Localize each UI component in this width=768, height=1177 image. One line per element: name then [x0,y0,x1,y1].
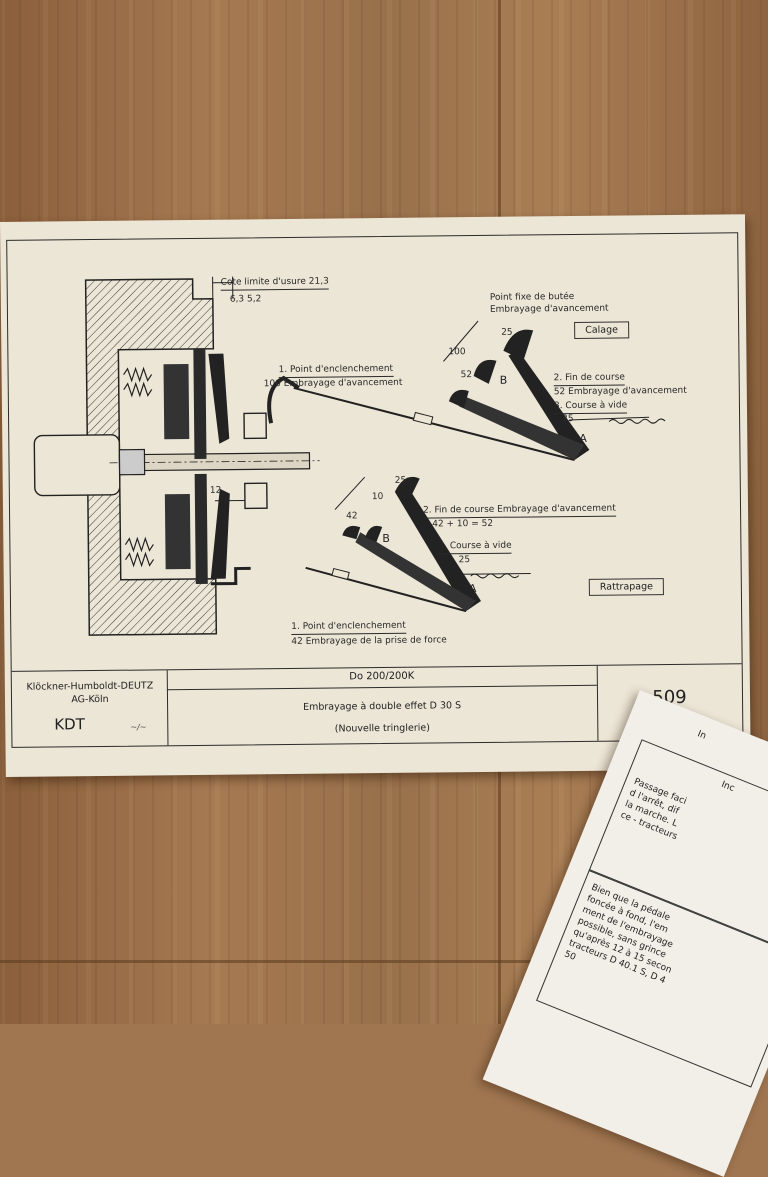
drawing-subtitle: (Nouvelle tringlerie) [167,721,597,737]
clutch-diagram: B A B A [7,233,741,671]
lower-free-travel-2: 25 [459,556,471,566]
release-lever-upper [208,354,229,444]
lower-end-travel-1: 2. Fin de course Embrayage d'avancement [423,505,616,519]
lower-engage-1: 1. Point d'enclenchement [291,622,406,635]
brand-mark: KDT [54,715,85,733]
model-label: Do 200/200K [167,669,597,685]
springs-upper [124,368,152,395]
drawing-description: Embrayage à double effet D 30 S [167,699,597,715]
fixed-stop-label-2: Embrayage d'avancement [490,305,609,316]
bearing-lower [245,483,267,508]
pressure-plate-upper [193,349,206,459]
dim-10: 10 [372,493,384,503]
point-b-lower: B [382,532,390,545]
crankshaft-stub [34,435,120,496]
lower-free-travel-1: 3. Course à vide [438,542,511,555]
springs-lower [125,538,153,565]
calage-box: Calage [574,321,629,339]
second-sheet-corner: In [696,729,707,741]
point-a-upper: A [579,432,587,445]
clutch-disc-upper [163,364,189,439]
wear-dims: 6,3 5,2 [230,295,262,305]
company-name: Klöckner-Humboldt-DEUTZ AG-Köln [16,680,164,707]
dim-12: 12 [210,487,222,497]
dim-25-upper: 25 [501,329,513,339]
pressure-plate-lower [195,474,208,584]
company-line1: Klöckner-Humboldt-DEUTZ [16,680,164,694]
second-sheet-line: 50 [563,949,577,963]
model-divider [167,685,597,691]
input-shaft [119,453,309,471]
drawing-frame: B A B A Cote limite d'usure 21,3 [6,232,743,748]
second-sheet-header: Inc [720,780,736,794]
upper-end-travel-1: 2. Fin de course [554,373,625,386]
upper-end-travel-2: 52 Embrayage d'avancement [554,387,687,398]
upper-free-travel-1: 3. Course à vide [554,401,627,414]
point-a-lower: A [469,582,477,595]
upper-engage-2: 100 Embrayage d'avancement [264,379,403,390]
signature-mark: ~/~ [130,722,146,731]
wear-limit-label: Cote limite d'usure 21,3 [221,278,329,291]
bearing-upper [244,413,266,438]
dim-52: 52 [461,371,473,381]
dim-100: 100 [448,348,465,358]
lower-engage-2: 42 Embrayage de la prise de force [291,636,447,648]
company-line2: AG-Köln [16,693,164,707]
fixed-stop-label-1: Point fixe de butée [490,293,575,304]
company-cell: Klöckner-Humboldt-DEUTZ AG-Köln KDT ~/~ [12,670,169,747]
dim-25-lower: 25 [395,477,407,487]
clutch-disc-lower [165,494,191,569]
dim-42: 42 [346,512,358,522]
rattrapage-box: Rattrapage [589,578,664,596]
upper-free-travel-2: 25 [562,415,574,425]
lower-end-travel-2: 42 + 10 = 52 [432,520,493,531]
description-cell: Do 200/200K Embrayage à double effet D 3… [167,666,599,746]
release-lever-lower [210,489,231,579]
upper-engage-1: 1. Point d'enclenchement [279,365,394,378]
point-b-upper: B [500,374,508,387]
